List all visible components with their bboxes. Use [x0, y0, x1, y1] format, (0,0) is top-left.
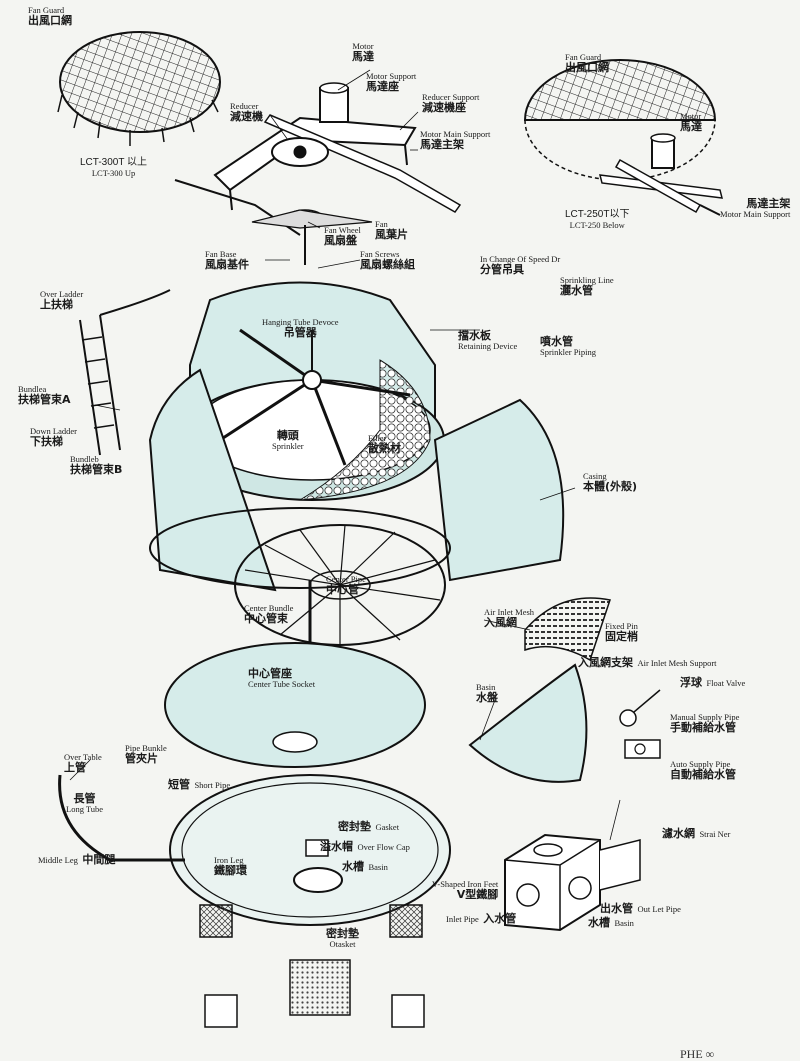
short-pipe-label: 短管 Short Pipe	[168, 778, 231, 791]
model-small-label: LCT-250T以下 LCT-250 Below	[565, 209, 630, 230]
bundle-a-label: Bundlea 扶梯管束A	[18, 384, 71, 406]
otasket-label: 密封墊 Otasket	[326, 927, 359, 949]
anchor-blocks	[204, 959, 425, 1028]
hanging-tube-label: Hanging Tube Devoce 吊管器	[262, 317, 339, 339]
auto-supply-label: Auto Supply Pipe 自動補給水管	[670, 759, 736, 781]
motor-small-assembly	[599, 133, 723, 216]
fan-base-label: Fan Base 風扇基件	[205, 249, 249, 271]
fan-label: Fan 風葉片	[375, 219, 408, 241]
strainer-label: 濾水網 Strai Ner	[662, 827, 731, 840]
gasket-label: 密封墊 Gasket	[338, 820, 400, 833]
basin-lower-label: 水槽 Basin	[342, 860, 388, 873]
sprinkler-label: 轉頭 Sprinkler	[272, 429, 304, 451]
center-tube-socket-label: 中心管座 Center Tube Socket	[248, 667, 316, 689]
motor-main-support-small-label: 馬達主架 Motor Main Support	[720, 197, 791, 219]
pipe-bunkle-label: Pipe Bunkle 管夾片	[125, 743, 167, 765]
motor-main-support-label: Motor Main Support 馬達主架	[420, 129, 491, 151]
basin-box-label: 水槽 Basin	[588, 916, 634, 929]
over-ladder-label: Over Ladder 上扶梯	[40, 289, 84, 311]
fan-guard-large-label: Fan Guard 出風口網	[28, 5, 72, 27]
center-pipe-label: Center Pipe 中心管	[326, 574, 366, 596]
page-number-fragment: PHE ∞	[680, 1047, 714, 1061]
model-large-label: LCT-300T 以上 LCT-300 Up	[80, 157, 148, 178]
float-valve	[619, 689, 661, 727]
manual-supply-label: Manual Supply Pipe 手動補給水管	[670, 712, 740, 734]
supply-pipes	[624, 739, 661, 759]
leader-lines	[69, 69, 621, 841]
basin-pan	[164, 642, 426, 768]
air-inlet-mesh-support-label: 入風網支架 Air Inlet Mesh Support	[578, 656, 717, 669]
basin-upper-label: Basin 水盤	[476, 682, 498, 704]
casing-label: Casing 本體(外殼)	[583, 471, 638, 493]
fan-guard-small	[523, 59, 717, 181]
change-speed-label: In Change Of Speed Dr 分管吊具	[480, 254, 561, 276]
air-inlet-mesh-label: Air Inlet Mesh 入風網	[484, 607, 535, 629]
fan-guard-small-label: Fan Guard 出風口網	[565, 52, 609, 74]
out-let-pipe-label: 出水管 Out Let Pipe	[600, 902, 681, 915]
motor-small-label: Motor 馬達	[680, 111, 702, 133]
center-bundle-label: Center Bundle 中心管束	[244, 603, 294, 625]
fan-screws-label: Fan Screws 風扇螺絲組	[360, 249, 415, 271]
over-table-label: Over Table 上管	[64, 752, 102, 774]
fan-wheel-label: Fan Wheel 風扇盤	[324, 225, 361, 247]
retaining-device-label: 擋水板 Retaining Device	[458, 329, 518, 351]
long-tube-label: 長管 Long Tube	[66, 792, 104, 814]
over-ladder	[79, 289, 171, 456]
v-shaped-feet	[199, 904, 423, 938]
reducer-support-label: Reducer Support 減速機座	[422, 92, 480, 114]
fan-guard-large	[57, 31, 221, 146]
tower-top-casing	[179, 281, 445, 501]
v-feet-label: V-Shaped Iron Feet V型鐵腳	[432, 879, 499, 901]
bundle-b-label: Bundleb 扶梯管束B	[70, 454, 123, 476]
over-flow-cap-label: 溢水帽 Over Flow Cap	[320, 840, 410, 853]
strainer-box	[504, 833, 641, 932]
inlet-pipe-label: Inlet Pipe 入水管	[446, 912, 517, 925]
motor-support-label: Motor Support 馬達座	[366, 71, 417, 93]
lower-basin	[169, 774, 451, 926]
motor-frame-assembly	[174, 82, 462, 265]
iron-leg-label: Iron Leg 鐵腳環	[214, 855, 247, 877]
reducer-label: Reducer 減速機	[230, 101, 263, 123]
air-inlet-mesh-panel	[524, 597, 611, 662]
down-ladder-label: Down Ladder 下扶梯	[30, 426, 77, 448]
basin-side-sector	[468, 663, 588, 783]
filler-label: Filler 散熱材	[368, 433, 401, 455]
long-tube-pipe	[58, 774, 185, 862]
float-valve-label: 浮球 Float Valve	[680, 676, 746, 689]
sprinkling-line-label: Sprinkling Line 灑水管	[560, 275, 614, 297]
sprinkler-piping-label: 噴水管 Sprinkler Piping	[540, 335, 596, 357]
casing-panels	[148, 368, 565, 592]
fixed-pin-label: Fixed Pin 固定梢	[605, 621, 638, 643]
middle-leg-label: Middle Leg 中間腿	[38, 853, 116, 866]
motor-label: Motor 馬達	[352, 41, 374, 63]
